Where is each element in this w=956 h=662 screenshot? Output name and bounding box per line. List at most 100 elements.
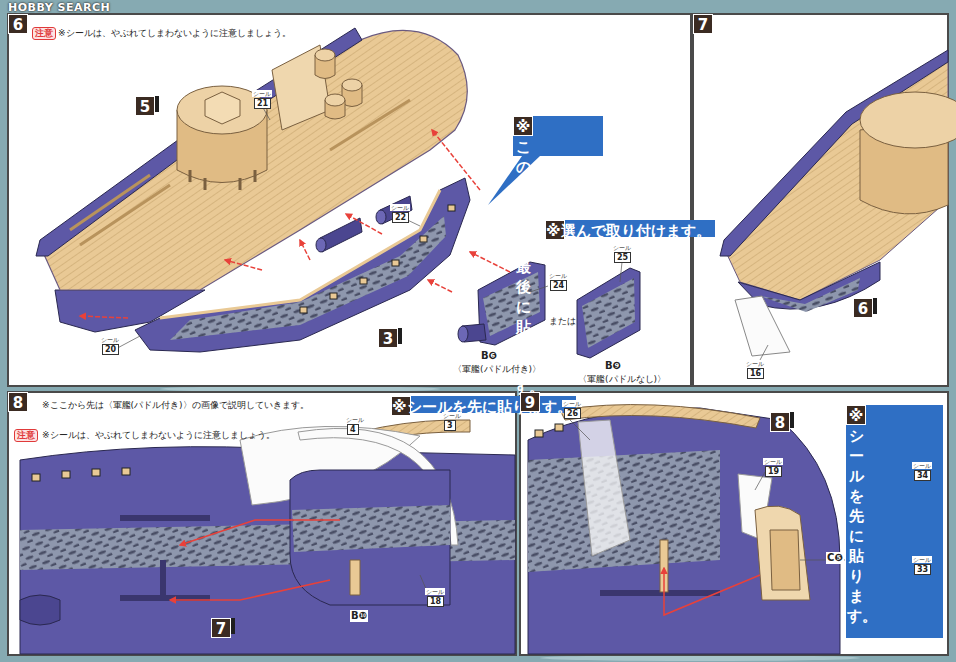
note-callout: ※シールを先に貼ります。 — [391, 396, 576, 413]
caution-badge: 注意 — [14, 429, 38, 442]
illustration-part — [300, 307, 307, 313]
illustration-part — [428, 280, 452, 292]
illustration-part — [170, 520, 340, 600]
illustration-part — [860, 92, 956, 148]
caution-badge: 注意 — [32, 27, 56, 40]
watermark: HOBBY SEARCH — [8, 1, 110, 14]
node-text: ※シールを先に貼ります。 — [391, 396, 411, 416]
note-text: ※ここから先は〈軍艦(パドル付き)〉の画像で説明していきます。 — [42, 400, 309, 411]
subassembly-number: 7 — [211, 618, 235, 634]
illustration-part — [62, 471, 70, 478]
step-panel: 76 — [693, 14, 948, 386]
subassembly-number: 6 — [853, 298, 877, 314]
step-number: 9 — [520, 392, 540, 412]
seal-number: 21 — [254, 98, 271, 109]
seal-label: シール — [442, 412, 462, 419]
illustration-part — [120, 515, 210, 521]
node-text: ※このシールは最後に貼ります。 — [513, 116, 533, 136]
illustration-part — [350, 560, 360, 595]
step-number: 7 — [693, 14, 713, 34]
illustration-part — [693, 14, 948, 386]
illustration-part — [325, 94, 345, 106]
part-number: B❾ — [604, 360, 622, 372]
illustration-part — [32, 474, 40, 481]
illustration-part — [528, 408, 840, 654]
illustration-part — [8, 14, 691, 386]
seal-number: 20 — [102, 344, 119, 355]
part-number: B❿ — [350, 610, 368, 622]
illustration-part — [8, 392, 516, 655]
seal-label: シール — [763, 458, 783, 465]
illustration-part — [458, 326, 468, 342]
node-text: 7 — [211, 618, 231, 638]
part-number: B❻ — [480, 350, 498, 362]
seal-number: 33 — [914, 564, 931, 575]
illustration-part — [315, 49, 335, 61]
illustration-part — [755, 506, 810, 600]
note-callout: ※このシールは最後に貼ります。 — [513, 116, 603, 156]
seal-number: 18 — [427, 596, 444, 607]
note-callout: ※選んで取り付けます。 — [545, 220, 715, 237]
illustration-part — [582, 278, 635, 348]
step-panel: 9 8 ※シールを先に貼ります。 — [520, 392, 948, 655]
seal-label: シール — [252, 90, 272, 97]
seal-number: 34 — [914, 470, 931, 481]
illustration-part — [760, 278, 860, 312]
part-number: C❺ — [826, 552, 844, 564]
illustration-part — [478, 262, 545, 345]
illustration-part — [300, 205, 455, 313]
illustration-part — [577, 268, 640, 358]
illustration-part — [664, 568, 760, 615]
subassembly-number: 5 — [135, 96, 159, 112]
illustration-part — [664, 568, 760, 615]
seal-number: 3 — [444, 420, 456, 431]
seal-label: シール — [390, 204, 410, 211]
illustration-part — [530, 286, 548, 292]
illustration-part — [70, 175, 170, 245]
illustration-part — [770, 530, 800, 590]
illustration-part — [488, 156, 540, 205]
node-text: 6 — [853, 298, 873, 318]
illustration-part — [520, 392, 948, 655]
note-text: ※シールは、やぶれてしまわないように注意しましょう。 — [58, 28, 291, 39]
node-text: 5 — [135, 96, 155, 116]
illustration-part — [342, 79, 362, 91]
illustration-part — [36, 28, 362, 256]
illustration-part — [170, 216, 446, 340]
seal-number: 19 — [765, 466, 782, 477]
illustration-part — [535, 430, 543, 437]
illustration-part — [32, 468, 130, 481]
seal-number: 26 — [564, 408, 581, 419]
illustration-part — [432, 130, 480, 190]
illustration-part — [760, 345, 768, 360]
subassembly-number: 3 — [378, 328, 402, 344]
seal-number: 4 — [347, 424, 359, 435]
step-number: 6 — [8, 14, 28, 34]
node-text: ※選んで取り付けます。 — [545, 220, 565, 240]
note-box: ※シールを先に貼ります。 — [846, 405, 943, 638]
illustration-part — [160, 560, 166, 600]
node-text: 8 — [770, 412, 790, 432]
illustration-part — [135, 178, 470, 352]
variant-name: 〈軍艦(パドルなし)〉 — [578, 374, 666, 385]
illustration-part — [290, 470, 450, 605]
illustration-part — [110, 106, 622, 352]
subassembly-number: 8 — [770, 412, 794, 428]
illustration-part — [225, 260, 262, 270]
seal-label: シール — [612, 244, 632, 251]
illustration-part — [330, 100, 410, 150]
note-text: ※シールは、やぶれてしまわないように注意しましょう。 — [42, 430, 275, 441]
seal-number: 25 — [614, 252, 631, 263]
seal-label: シール — [912, 462, 932, 469]
illustration-part — [470, 252, 510, 272]
variant-name: または — [549, 316, 576, 327]
illustration-part — [360, 278, 367, 284]
illustration-part — [735, 296, 790, 356]
illustration-part — [720, 50, 948, 256]
seal-number: 16 — [747, 368, 764, 379]
illustration-part — [20, 595, 60, 625]
step-number: 8 — [8, 392, 28, 412]
illustration-part — [570, 420, 845, 560]
illustration-part — [755, 472, 765, 490]
